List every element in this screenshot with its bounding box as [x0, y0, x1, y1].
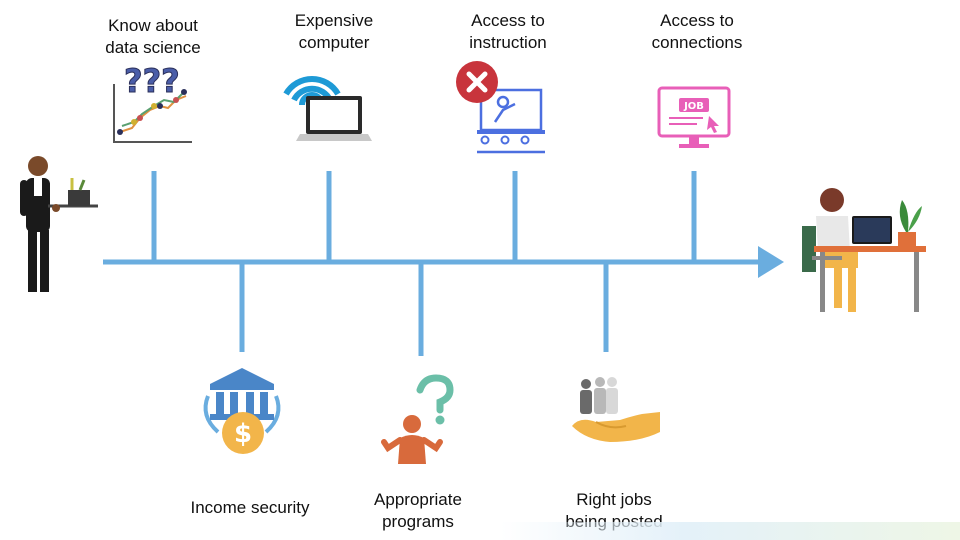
question-chart-icon: ???	[113, 62, 192, 143]
waiter-icon	[20, 156, 98, 292]
timeline-arrowhead	[758, 246, 784, 278]
person-at-laptop-icon	[802, 188, 926, 312]
label-income-security: Income security	[190, 498, 310, 517]
decorative-gradient-band	[500, 522, 960, 540]
person-question-icon	[381, 374, 454, 464]
svg-text:JOB: JOB	[683, 101, 704, 112]
svg-text:$: $	[234, 419, 252, 449]
bank-dollar-icon: $	[203, 368, 281, 454]
svg-text:???: ???	[124, 62, 180, 100]
wifi-laptop-icon	[283, 75, 372, 141]
job-monitor-icon: JOB	[657, 86, 731, 148]
hand-people-icon	[572, 377, 660, 442]
classroom-blocked-icon	[456, 61, 545, 154]
